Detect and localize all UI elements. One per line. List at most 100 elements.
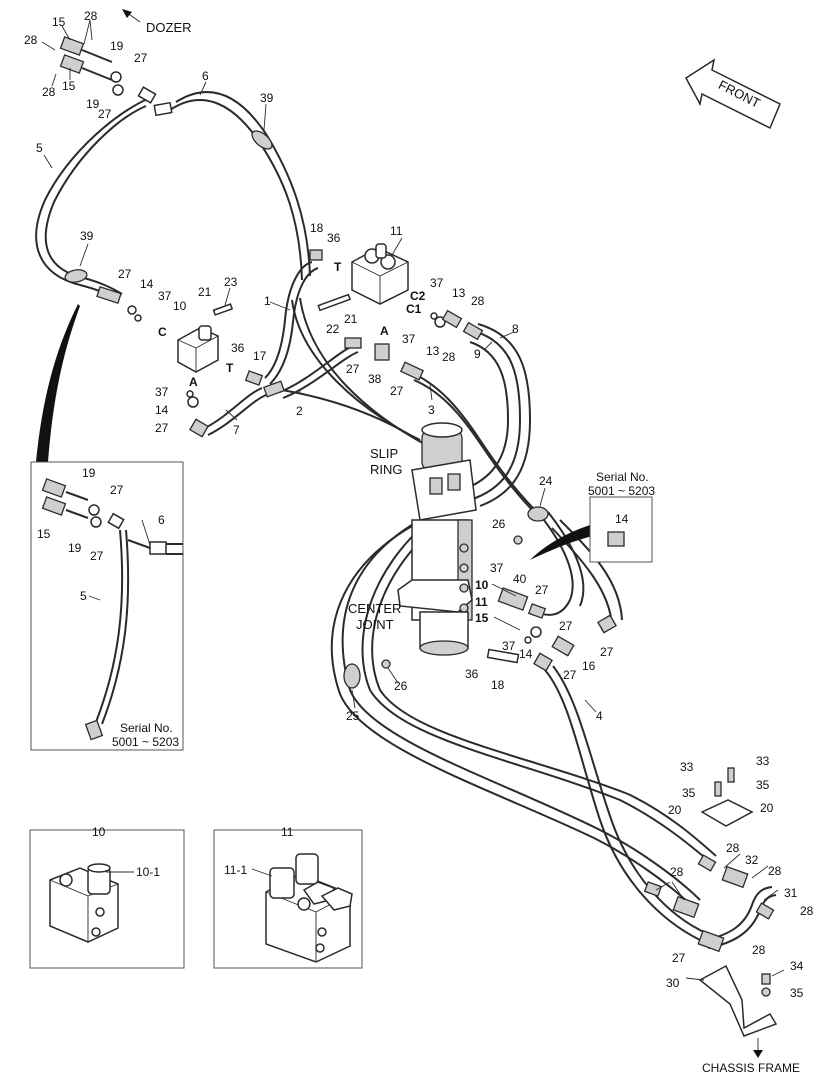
part-number: 27 bbox=[672, 951, 686, 965]
chassis-arrow bbox=[753, 1038, 763, 1058]
part-number: 39 bbox=[80, 229, 94, 243]
detail-block-10 bbox=[49, 863, 119, 943]
part-number: 37 bbox=[158, 289, 172, 303]
serial-range-right: 5001 ~ 5203 bbox=[588, 484, 655, 498]
hose-24 bbox=[534, 514, 574, 616]
bracket-20 bbox=[700, 799, 754, 827]
part-number: 20 bbox=[668, 803, 682, 817]
part-number: 28 bbox=[752, 943, 766, 957]
part-number: 21 bbox=[344, 312, 358, 326]
serial-range-left: 5001 ~ 5203 bbox=[112, 735, 179, 749]
part-number: 27 bbox=[390, 384, 404, 398]
part-number: 36 bbox=[327, 231, 341, 245]
part-number: 24 bbox=[539, 474, 553, 488]
part-number: 33 bbox=[680, 760, 694, 774]
part-number: 5 bbox=[80, 589, 87, 603]
port-t-left: T bbox=[226, 361, 234, 375]
part-number: 27 bbox=[559, 619, 573, 633]
clamp-39-left bbox=[64, 269, 88, 283]
serial-title-left: Serial No. bbox=[120, 721, 173, 735]
clamp-39-top bbox=[251, 130, 273, 150]
part-number: 20 bbox=[760, 801, 774, 815]
pipe-31 bbox=[704, 886, 773, 941]
part-number: 13 bbox=[426, 344, 440, 358]
part-number: 26 bbox=[394, 679, 408, 693]
inset-box-serial bbox=[589, 496, 653, 563]
chassis-frame-label: CHASSIS FRAME bbox=[702, 1061, 800, 1075]
part-number: 40 bbox=[513, 572, 527, 586]
part-number: 5 bbox=[36, 141, 43, 155]
part-number: 6 bbox=[202, 69, 209, 83]
part-number: 32 bbox=[745, 853, 759, 867]
slip-ring-label-1: SLIP bbox=[370, 446, 398, 461]
detail-box-10-sub: 10-1 bbox=[136, 865, 160, 879]
hose-5 bbox=[35, 97, 151, 301]
joint-fittings bbox=[343, 506, 617, 689]
detail-box-10-title: 10 bbox=[92, 825, 106, 839]
part-number: 36 bbox=[231, 341, 245, 355]
port-c-left: C bbox=[158, 325, 167, 339]
part-number: 37 bbox=[502, 639, 516, 653]
valve-block-11 bbox=[351, 243, 409, 305]
part-number: 37 bbox=[490, 561, 504, 575]
callout-wedge-left bbox=[36, 304, 80, 462]
hose-2 bbox=[279, 344, 356, 393]
part-number: 8 bbox=[512, 322, 519, 336]
part-number: 9 bbox=[474, 347, 481, 361]
serial-title-right: Serial No. bbox=[596, 470, 649, 484]
part-number: 4 bbox=[596, 709, 603, 723]
center-joint-assembly bbox=[397, 422, 477, 656]
center-joint-label-2: JOINT bbox=[356, 617, 394, 632]
part-number: 2 bbox=[296, 404, 303, 418]
part-number: 27 bbox=[134, 51, 148, 65]
part-number: 10 bbox=[173, 299, 187, 313]
dozer-arrow bbox=[122, 9, 141, 23]
part-number: 27 bbox=[535, 583, 549, 597]
hose-4 bbox=[544, 669, 701, 941]
part-number: 27 bbox=[98, 107, 112, 121]
part-number: 28 bbox=[442, 350, 456, 364]
part-number-callouts: 15 28 28 28 15 19 27 19 27 6 39 5 39 27 … bbox=[24, 9, 814, 1000]
part-number: 23 bbox=[224, 275, 238, 289]
port-c2: C2 bbox=[410, 289, 426, 303]
part-number: 31 bbox=[784, 886, 798, 900]
clamp-24 bbox=[527, 506, 549, 522]
dozer-label: DOZER bbox=[146, 20, 192, 35]
part-number: 19 bbox=[110, 39, 124, 53]
part-number: 35 bbox=[682, 786, 696, 800]
front-arrow bbox=[685, 58, 781, 130]
hose-7 bbox=[204, 387, 263, 429]
part-number: 28 bbox=[42, 85, 56, 99]
part-number: 28 bbox=[24, 33, 38, 47]
part-number: 1 bbox=[264, 294, 271, 308]
part-number: 14 bbox=[615, 512, 629, 526]
part-number: 18 bbox=[491, 678, 505, 692]
hose-25 bbox=[341, 519, 701, 901]
part-number: 17 bbox=[253, 349, 267, 363]
detail-block-11 bbox=[265, 853, 353, 963]
part-number: 38 bbox=[368, 372, 382, 386]
part-number: 30 bbox=[666, 976, 680, 990]
part-number: 6 bbox=[158, 513, 165, 527]
part-number: 28 bbox=[471, 294, 485, 308]
part-number: 11 bbox=[475, 595, 488, 609]
slip-ring-body bbox=[411, 459, 477, 521]
leader-lines bbox=[41, 19, 785, 981]
part-number: 27 bbox=[563, 668, 577, 682]
part-number: 27 bbox=[90, 549, 104, 563]
part-number: 34 bbox=[790, 959, 804, 973]
part-number: 27 bbox=[110, 483, 124, 497]
part-number: 15 bbox=[475, 611, 489, 625]
part-number: 15 bbox=[37, 527, 51, 541]
part-number: 14 bbox=[519, 647, 533, 661]
hose-6 bbox=[169, 99, 303, 281]
detail-box-11-title: 11 bbox=[281, 825, 294, 839]
part-number: 14 bbox=[155, 403, 169, 417]
part-number: 16 bbox=[582, 659, 596, 673]
part-number: 28 bbox=[84, 9, 98, 23]
part-number: 10 bbox=[475, 578, 489, 592]
port-t-right: T bbox=[334, 260, 342, 274]
hose-1 bbox=[264, 261, 313, 379]
part-number: 37 bbox=[155, 385, 169, 399]
